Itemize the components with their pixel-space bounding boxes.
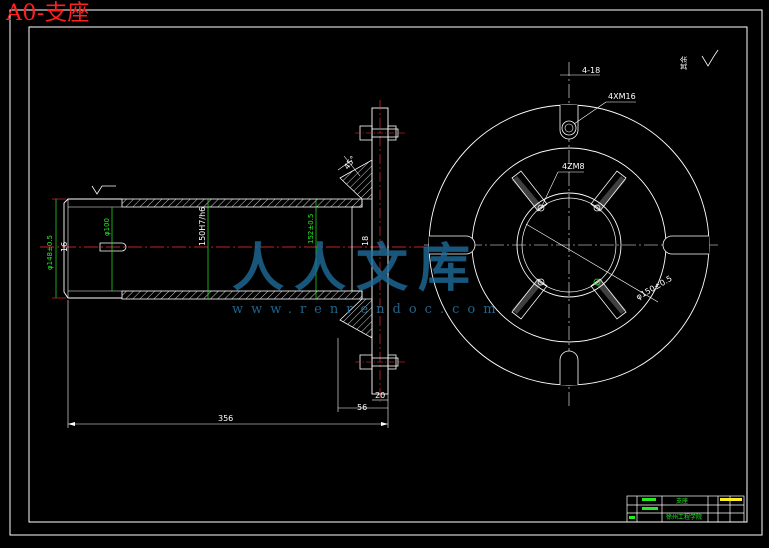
radial-ribs — [511, 170, 627, 320]
flange-slots — [429, 105, 709, 385]
dim-text-56: 56 — [357, 403, 367, 412]
title-school: 徐州工程学院 — [666, 513, 702, 521]
file-title: A0-支座 — [6, 1, 90, 26]
dim-text-slot-width: 4-18 — [582, 66, 600, 75]
tube-right-step — [351, 199, 363, 299]
bolt-top — [355, 125, 405, 141]
threaded-hole-top — [561, 120, 577, 136]
dim-text-20: 20 — [375, 391, 385, 400]
leader-thread-top — [573, 101, 607, 125]
dim-text-152: 152±0.5 — [307, 214, 315, 244]
dim-text-pitch-circle: φ150±0.5 — [635, 274, 674, 302]
section-view: φ148±0.5 φ100 150H7/h6 152±0.5 16 18 45°… — [40, 100, 450, 428]
dim-line-pitch-circle — [525, 223, 659, 303]
chamfer-leader-2 — [337, 159, 353, 171]
keyway-slot — [99, 242, 127, 252]
inner-frame — [28, 26, 748, 523]
dim-text-150h7: 150H7/h6 — [198, 207, 207, 246]
dim-text-phi148: φ148±0.5 — [46, 235, 54, 270]
end-view: 4-18 4XM16 4ZM8 φ150±0.5 其余 — [424, 49, 719, 408]
flange-bore-inner — [521, 197, 617, 293]
pitch-holes — [537, 204, 601, 286]
tube-wall-bottom-hatch — [121, 290, 363, 300]
title-part-name: 支座 — [676, 497, 688, 505]
dim-text-thread-top: 4XM16 — [608, 92, 636, 101]
flange-bore-outer — [516, 192, 622, 298]
title-block — [626, 495, 745, 523]
roughness-symbol-right — [701, 49, 719, 67]
chamfer-leader — [343, 155, 361, 177]
dim-text-16: 16 — [60, 242, 69, 252]
dim-text-phi100: φ100 — [103, 218, 111, 236]
dim-text-356: 356 — [218, 414, 233, 423]
roughness-symbol-left — [91, 185, 116, 195]
dim-text-18: 18 — [361, 236, 370, 246]
leader-thread-inner — [540, 171, 559, 209]
tube-wall-top-hatch — [121, 198, 363, 208]
outer-frame — [9, 9, 763, 536]
weld-gusset-bottom — [339, 298, 373, 339]
tube-left-end — [63, 198, 122, 299]
bolt-bottom — [355, 354, 405, 370]
roughness-note: 其余 — [679, 56, 688, 70]
dim-text-thread-inner: 4ZM8 — [562, 162, 585, 171]
